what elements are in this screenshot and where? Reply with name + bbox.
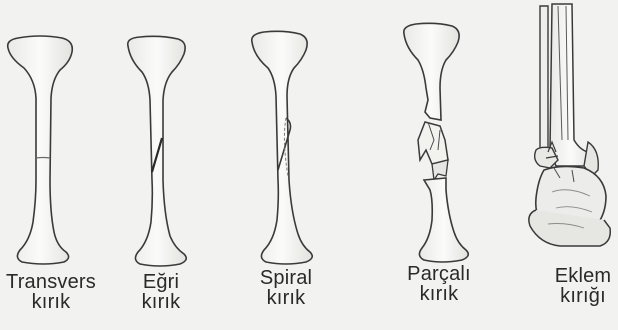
bone-comminuted-fracture [404,23,469,262]
label-transverse-fracture: Transvers kırık [0,272,102,312]
bone-oblique-fracture [128,36,187,266]
label-comminuted-fracture: Parçalı kırık [396,264,482,304]
label-transverse-line1: Transvers [0,272,102,292]
label-joint-fracture: Eklem kırığı [548,266,618,306]
bone-spiral-fracture [252,31,313,264]
label-oblique-line1: Eğri [126,272,196,292]
bone-transverse-fracture [8,36,73,264]
label-comminuted-line1: Parçalı [396,264,482,284]
label-oblique-line2: kırık [126,292,196,312]
label-oblique-fracture: Eğri kırık [126,272,196,312]
label-comminuted-line2: kırık [396,284,482,304]
transverse-fracture-line [36,158,50,159]
label-joint-line2: kırığı [548,286,618,306]
label-joint-line1: Eklem [548,266,618,286]
label-spiral-line2: kırık [248,288,324,308]
label-spiral-line1: Spiral [248,268,324,288]
label-transverse-line2: kırık [0,292,102,312]
joint-fracture-ankle [529,4,610,246]
label-spiral-fracture: Spiral kırık [248,268,324,308]
